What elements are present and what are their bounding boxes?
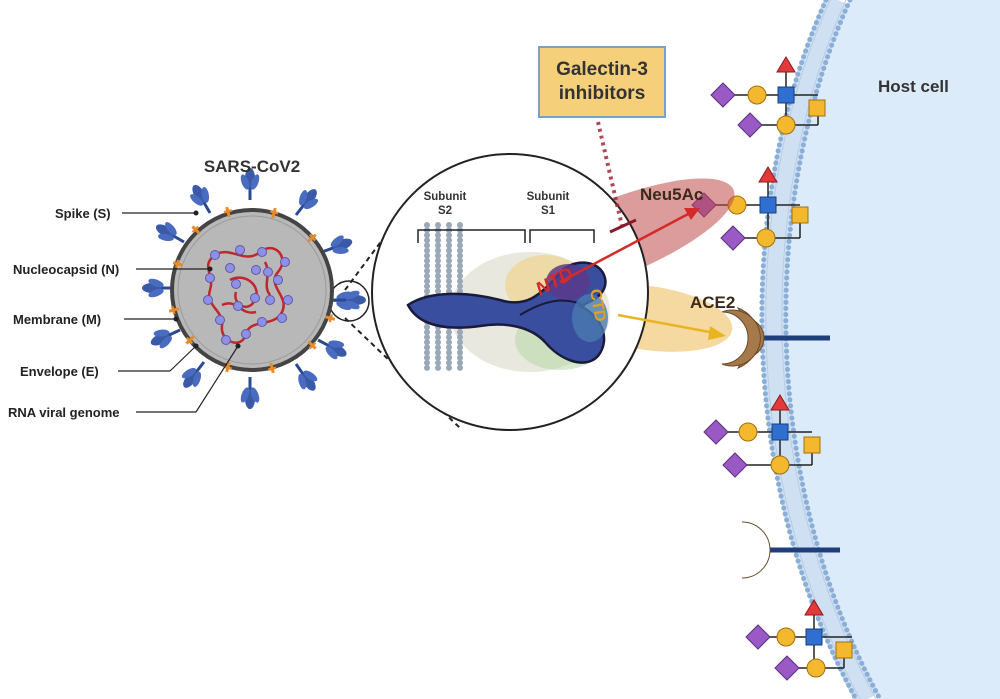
subunit-s2-label-line2: S2	[438, 205, 452, 217]
nucleocapsid-beads	[203, 245, 293, 345]
inhibitor-label-line2: inhibitors	[558, 83, 646, 104]
ctd-label: CTD	[586, 288, 608, 323]
label-rna-genome: RNA viral genome	[8, 405, 120, 420]
ctd-to-ace2-arrow	[617, 313, 716, 335]
inhibition-bar	[609, 218, 637, 234]
ace2-label: ACE2	[690, 293, 735, 312]
subunit-s2-bracket	[417, 229, 526, 243]
subunit-s2-label-line1: Subunit	[424, 191, 467, 203]
label-spike: Spike (S)	[55, 206, 111, 221]
subunit-s1-label-line2: S1	[541, 205, 556, 217]
subunit-s1-label-line1: Subunit	[527, 191, 570, 203]
subunit-s1-bracket	[529, 229, 595, 243]
spike-zoom-circle: Subunit S2 Subunit S1 NTD CTD	[371, 153, 649, 431]
neu5ac-label: Neu5Ac	[640, 185, 703, 204]
virus-title: SARS-CoV2	[204, 157, 300, 176]
label-membrane: Membrane (M)	[13, 312, 101, 327]
receptor-2	[741, 521, 840, 579]
virus-particle	[140, 166, 368, 411]
galectin-3-inhibitors-box: Galectin-3 inhibitors	[538, 46, 666, 118]
host-cell: Host cell	[759, 0, 1000, 699]
glycan-chain-3	[703, 394, 821, 478]
inhibitor-label-line1: Galectin-3	[556, 59, 648, 80]
label-nucleocapsid: Nucleocapsid (N)	[13, 262, 119, 277]
ace2-receptor	[721, 307, 830, 369]
membrane-inner-beads	[783, 0, 883, 699]
label-envelope: Envelope (E)	[20, 364, 99, 379]
glycan-chain-4	[745, 599, 853, 681]
glycan-chain-1	[710, 56, 826, 138]
host-cell-title: Host cell	[878, 77, 949, 96]
host-cytoplasm	[785, 0, 1000, 699]
virus-labels: SARS-CoV2 Spike (S) Nucleocapsid (N) Mem…	[8, 157, 300, 420]
arrows	[559, 121, 726, 340]
ntd-to-neu5ac-arrow	[559, 211, 691, 284]
